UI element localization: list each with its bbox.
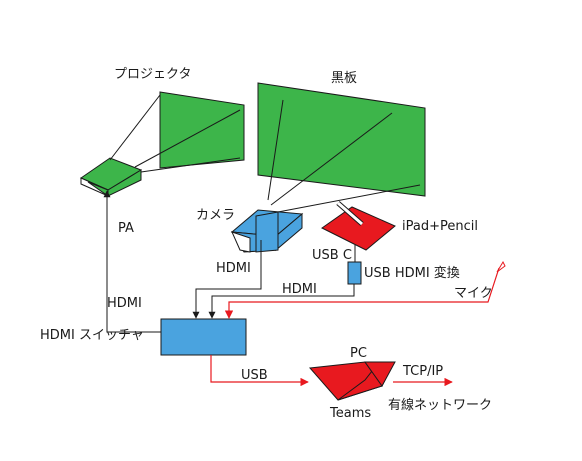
blackboard bbox=[257, 82, 426, 197]
label-usb-hdmi-converter: USB HDMI 変換 bbox=[364, 265, 460, 281]
label-usb-c: USB C bbox=[312, 248, 352, 263]
pa-hdmi-arrow bbox=[103, 190, 161, 333]
projection-screen bbox=[159, 91, 245, 169]
label-teams: Teams bbox=[329, 406, 371, 421]
pc bbox=[308, 361, 396, 401]
label-pc: PC bbox=[350, 346, 367, 361]
label-hdmi-converter: HDMI bbox=[282, 282, 317, 297]
label-hdmi-camera: HDMI bbox=[216, 261, 251, 276]
label-hdmi-switcher: HDMI スイッチャ bbox=[40, 328, 144, 343]
label-projector: プロジェクタ bbox=[114, 67, 191, 82]
mic-cable-arrow bbox=[224, 267, 500, 319]
label-blackboard: 黒板 bbox=[331, 71, 357, 86]
ipad bbox=[321, 206, 396, 251]
label-hdmi-pa: HDMI bbox=[107, 296, 142, 311]
label-mic: マイク bbox=[454, 286, 493, 301]
hdmi-switcher bbox=[160, 318, 247, 356]
camera-hdmi-arrow bbox=[192, 240, 262, 319]
label-pa: PA bbox=[118, 221, 134, 236]
label-usb: USB bbox=[241, 368, 268, 383]
usb-arrow bbox=[210, 355, 309, 387]
converter-hdmi-arrow bbox=[208, 284, 355, 319]
pencil-icon bbox=[336, 201, 364, 226]
label-tcpip: TCP/IP bbox=[402, 364, 443, 379]
label-camera: カメラ bbox=[196, 208, 235, 223]
projector bbox=[79, 157, 143, 197]
projector-beam bbox=[109, 94, 241, 173]
camera bbox=[230, 209, 304, 253]
usb-hdmi-converter bbox=[347, 261, 362, 285]
label-wired-network: 有線ネットワーク bbox=[388, 397, 492, 413]
label-ipad: iPad+Pencil bbox=[402, 219, 478, 234]
camera-view-lines bbox=[267, 99, 421, 213]
